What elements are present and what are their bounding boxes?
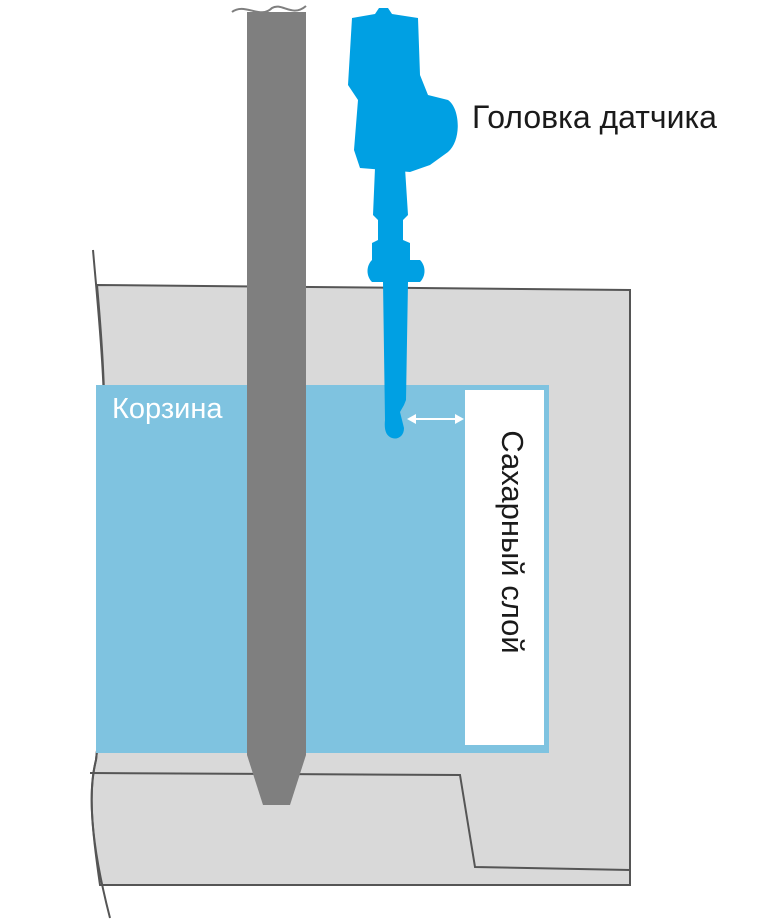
shaft-tip <box>247 755 306 805</box>
gap-arrow-head-right <box>455 414 464 424</box>
sensor-head <box>348 8 458 172</box>
basket-label: Корзина <box>112 393 223 425</box>
sugar-layer-label: Сахарный слой <box>495 430 530 653</box>
central-shaft <box>231 5 307 805</box>
double-arrow-icon <box>407 414 464 424</box>
sugar-layer-panel <box>465 390 544 745</box>
gap-arrow-head-left <box>407 414 416 424</box>
sensor-neck <box>372 168 410 262</box>
shaft-top-break <box>231 5 307 14</box>
shaft-body <box>247 12 306 755</box>
sensor-head-label: Головка датчика <box>472 99 717 135</box>
sensor-probe <box>383 282 408 439</box>
temperature-sensor-icon <box>348 8 458 439</box>
sensor-flange <box>367 260 425 282</box>
